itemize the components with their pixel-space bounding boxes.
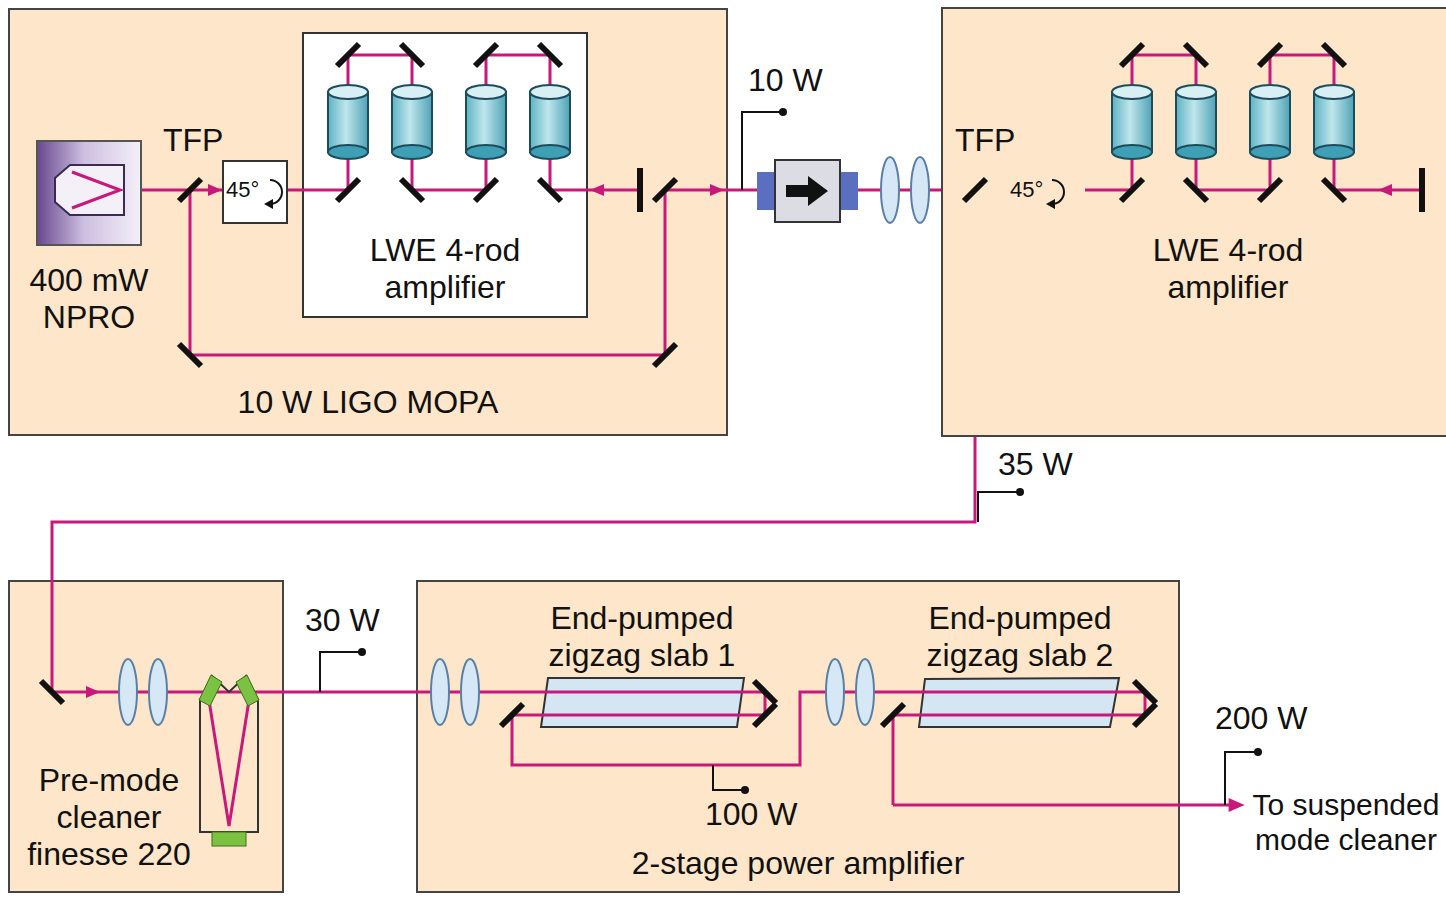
mirror (41, 681, 63, 703)
amplifier-panel: 10 W LIGO MOPA 400 mW NPRO 45° LWE 4-rod am… (8, 8, 728, 436)
slab-crystal: End-pumped zigzag slab 2 (918, 677, 1120, 728)
beam-connector (284, 691, 416, 694)
lens (431, 659, 874, 725)
mode-cleaner-cavity (199, 675, 259, 846)
amplifier-panel (942, 8, 1446, 436)
npro-crystal (55, 165, 124, 215)
node-label: LWE 4-rod amplifier (330, 232, 560, 306)
rotator-arrow (264, 180, 1064, 209)
node-label: 2-stage power amplifier (416, 845, 1180, 882)
power-callout: 30 W (305, 602, 380, 639)
power-callout: 200 W (1215, 700, 1307, 737)
lens (119, 659, 167, 725)
amplifier-box: LWE 4-rod amplifier (302, 32, 588, 318)
laser-rod (1112, 85, 1354, 159)
component-label: TFP (163, 122, 223, 159)
node-label: End-pumped zigzag slab 1 (537, 600, 747, 674)
mirror (964, 44, 1422, 212)
node-label: 45° (1010, 177, 1050, 202)
power-callout: 35 W (998, 446, 1073, 483)
rotator-box: 45° (222, 160, 288, 224)
node-label: LWE 4-rod amplifier (1113, 232, 1343, 306)
node-label: 10 W LIGO MOPA (8, 384, 728, 421)
laser-rod (328, 85, 570, 159)
beam-connector (52, 190, 1006, 692)
slab-crystal: End-pumped zigzag slab 1 (540, 677, 745, 728)
node-label: Pre-mode cleaner finesse 220 (16, 762, 202, 872)
power-callout: 100 W (705, 796, 797, 833)
power-callout: 10 W (748, 62, 823, 99)
node-label: 400 mW NPRO (16, 262, 162, 336)
node-label: 45° (226, 177, 266, 202)
power-callout-leader (320, 108, 1262, 805)
mirror (179, 44, 676, 366)
beam-connector (288, 189, 302, 192)
node-label: End-pumped zigzag slab 2 (915, 600, 1125, 674)
slab-outline (918, 677, 1120, 728)
lens (881, 157, 929, 223)
component-label: TFP (955, 122, 1015, 159)
faraday-isolator (757, 160, 858, 222)
npro-beam (72, 172, 120, 208)
slab-outline (540, 677, 745, 728)
output-note: To suspended mode cleaner (1252, 788, 1440, 857)
beam-path (190, 55, 728, 355)
beam-path (1085, 55, 1422, 196)
beam-connector (142, 189, 222, 192)
power-amplifier-panel: 2-stage power amplifier End-pumped zigzag… (416, 580, 1180, 893)
